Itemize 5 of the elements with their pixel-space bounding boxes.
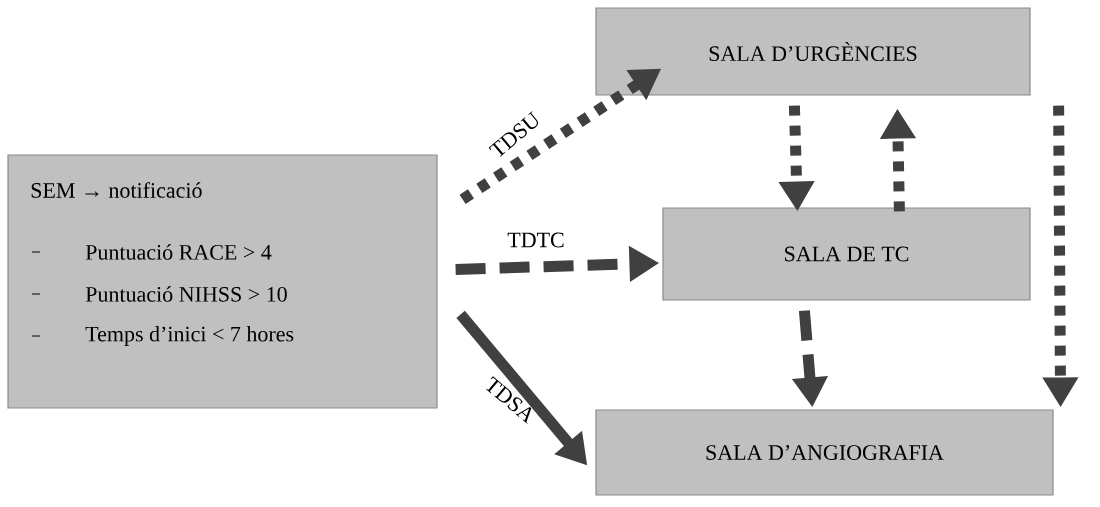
criteria-box: SEM → notificació Puntuació RACE > 4 Puntuació NIHSS > 10 Temps d’inici < 7 hores <box>7 154 438 409</box>
room-box: SALA DE TC <box>662 207 1031 301</box>
room-box: SALA D’ANGIOGRAFIA <box>595 409 1054 496</box>
room-box: SALA D’URGÈNCIES <box>595 7 1031 96</box>
edge-label: TDTC <box>507 232 564 248</box>
